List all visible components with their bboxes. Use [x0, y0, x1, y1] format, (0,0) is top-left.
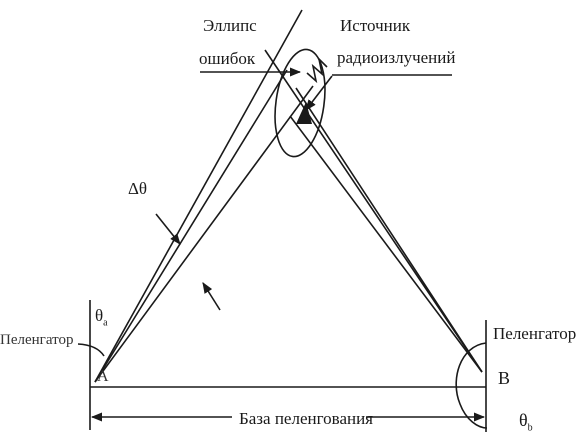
source-label-line1: Источник	[340, 16, 411, 35]
theta-b-symbol: θ	[519, 410, 528, 430]
pointer-arrow	[202, 282, 221, 311]
bearing-line-a-3	[94, 85, 314, 383]
point-a-label: А	[97, 368, 109, 385]
angle-arc-b	[455, 342, 488, 429]
bearing-line-b-1	[264, 49, 483, 373]
delta-theta-label: Δθ	[128, 179, 148, 198]
direction-finder-a-label: Пеленгатор	[0, 332, 74, 348]
theta-b-label: θb	[519, 411, 533, 434]
theta-a-subscript: а	[103, 317, 108, 329]
angle-arc-a	[77, 343, 105, 357]
source-arrow	[305, 75, 333, 111]
bearing-line-a-2	[94, 69, 288, 383]
error-ellipse	[274, 48, 326, 158]
point-b-label: В	[498, 368, 511, 388]
ellipse-label-line1: Эллипс	[203, 16, 257, 35]
source-triangle-icon	[296, 102, 312, 124]
ellipse-label-line2: ошибок	[199, 49, 256, 68]
theta-a-label: θа	[95, 307, 108, 328]
bearing-line-b-3	[295, 87, 483, 373]
base-line-label: База пеленгования	[239, 409, 373, 428]
bearing-line-b-2	[289, 115, 483, 373]
theta-a-symbol: θ	[95, 306, 104, 325]
radio-emission-icon	[306, 56, 328, 84]
source-label-line2: радиоизлучений	[337, 48, 456, 67]
theta-b-subscript: b	[527, 422, 533, 434]
delta-theta-leader	[155, 213, 181, 245]
direction-finder-b-label: Пеленгатор	[493, 324, 577, 343]
